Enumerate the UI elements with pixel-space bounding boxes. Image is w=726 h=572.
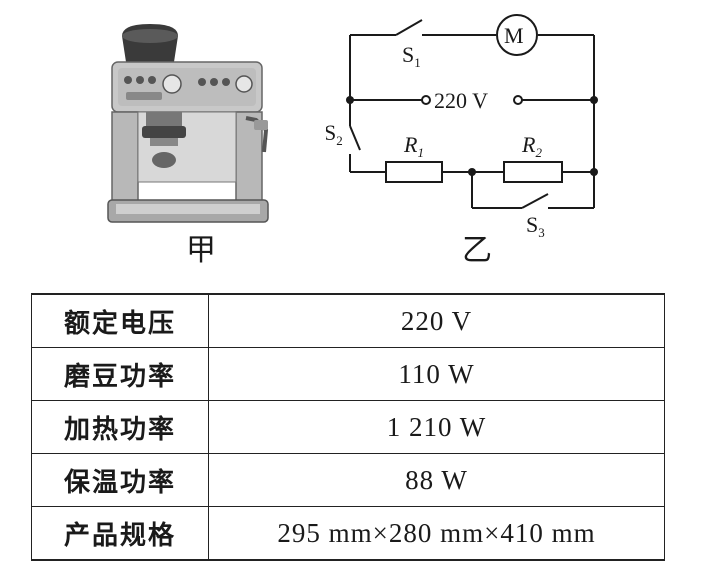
table-row: 磨豆功率 110 W bbox=[31, 347, 665, 401]
table-row: 产品规格 295 mm×280 mm×410 mm bbox=[31, 506, 665, 561]
switch-s2-label: S2 bbox=[326, 120, 343, 148]
spec-key: 产品规格 bbox=[31, 506, 209, 561]
table-row: 保温功率 88 W bbox=[31, 453, 665, 507]
figure-yi-caption: 乙 bbox=[462, 233, 492, 268]
spec-value: 110 W bbox=[208, 347, 665, 401]
resistor-r1-label: R1 bbox=[403, 132, 424, 160]
coffee-machine-image bbox=[107, 24, 269, 223]
spec-value: 1 210 W bbox=[208, 400, 665, 454]
table-row: 加热功率 1 210 W bbox=[31, 400, 665, 454]
supply-label: 220 V bbox=[434, 88, 488, 113]
spec-key: 额定电压 bbox=[31, 293, 209, 348]
table-row: 额定电压 220 V bbox=[31, 293, 665, 348]
figure-jia-caption: 甲 bbox=[186, 233, 216, 268]
circuit-diagram: M 220 V S1 S2 S3 R1 R2 bbox=[326, 14, 598, 240]
spec-value: 88 W bbox=[208, 453, 665, 507]
switch-s1-label: S1 bbox=[402, 42, 421, 70]
motor-label: M bbox=[504, 23, 524, 48]
spec-key: 保温功率 bbox=[31, 453, 209, 507]
spec-key: 磨豆功率 bbox=[31, 347, 209, 401]
spec-value: 220 V bbox=[208, 293, 665, 348]
resistor-r2-label: R2 bbox=[521, 132, 542, 160]
spec-table: 额定电压 220 V 磨豆功率 110 W 加热功率 1 210 W 保温功率 … bbox=[31, 293, 665, 561]
spec-value: 295 mm×280 mm×410 mm bbox=[208, 506, 665, 561]
switch-s3-label: S3 bbox=[526, 212, 545, 240]
spec-key: 加热功率 bbox=[31, 400, 209, 454]
